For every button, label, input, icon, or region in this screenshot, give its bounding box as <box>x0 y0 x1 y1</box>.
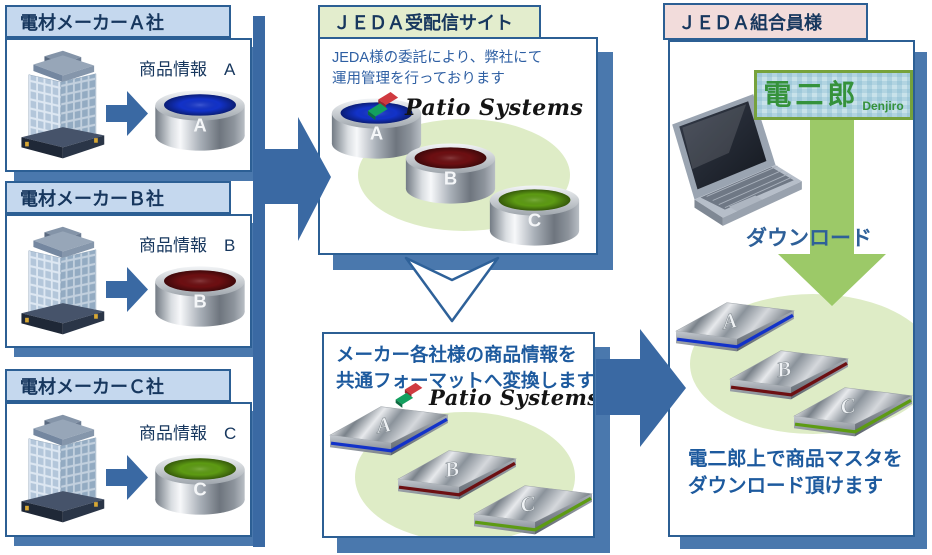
vendor-logo: Patio Systems <box>366 91 583 125</box>
office-building-icon <box>20 50 105 159</box>
jeda-site-description: JEDA様の委託により、弊社にて 運用管理を行っております <box>332 50 543 88</box>
member-title: ＪＥＤＡ組合員様 <box>678 12 822 33</box>
maker-b-box: 商品情報 B B <box>5 214 252 348</box>
conversion-box: メーカー各社様の商品情報を 共通フォーマットへ変換します Patio Syste… <box>322 332 595 538</box>
slab-letter: B <box>442 456 461 482</box>
cylinder-letter: C <box>528 210 541 231</box>
format-slab-icon: B <box>729 350 849 400</box>
maker-b-header: 電材メーカーＢ社 <box>5 181 231 214</box>
denjiro-logo-text: 電二郎 <box>763 79 860 110</box>
member-header: ＪＥＤＡ組合員様 <box>663 3 868 40</box>
maker-b-title: 電材メーカーＢ社 <box>20 188 164 209</box>
denjiro-logo-subtext: Denjiro <box>862 99 904 113</box>
office-building-icon <box>20 414 105 523</box>
format-slab-icon: A <box>329 406 449 456</box>
database-cylinder-icon: B <box>155 266 245 327</box>
slab-letter: C <box>839 393 858 419</box>
vendor-logo: Patio Systems <box>394 382 595 412</box>
right-arrow-icon <box>106 91 148 136</box>
format-slab-icon: B <box>397 450 517 500</box>
database-cylinder-icon: B <box>405 143 496 204</box>
jeda-site-box: JEDA様の委託により、弊社にて 運用管理を行っております Patio Syst… <box>318 37 598 255</box>
maker-a-title: 電材メーカーＡ社 <box>20 12 164 33</box>
slab-letter: A <box>373 412 393 438</box>
cylinder-letter: A <box>193 115 206 136</box>
cylinder-letter: A <box>370 123 383 144</box>
download-label: ダウンロード <box>746 227 872 250</box>
denjiro-logo: 電二郎 Denjiro <box>754 70 913 120</box>
slab-letter: C <box>519 491 538 517</box>
format-slab-icon: A <box>675 302 795 352</box>
member-box: 電二郎 Denjiro ダウンロード A B C 電二郎上で商品マスタを ダウン… <box>668 40 915 537</box>
cylinder-letter: B <box>444 168 457 189</box>
format-slab-icon: C <box>793 387 913 437</box>
product-info-label: 商品情報 C <box>139 424 237 443</box>
database-cylinder-icon: C <box>489 185 580 246</box>
maker-a-header: 電材メーカーＡ社 <box>5 5 231 38</box>
cylinder-letter: B <box>193 291 206 312</box>
maker-c-box: 商品情報 C C <box>5 402 252 537</box>
slab-letter: A <box>719 308 739 334</box>
maker-c-header: 電材メーカーＣ社 <box>5 369 231 402</box>
product-info-label: 商品情報 B <box>139 236 236 255</box>
vendor-logo-text: Patio Systems <box>405 95 584 121</box>
download-arrow <box>778 120 886 306</box>
patio-diamond-icon <box>395 382 423 408</box>
cylinder-letter: C <box>193 479 206 500</box>
vendor-logo-text: Patio Systems <box>429 384 595 410</box>
jeda-site-header: ＪＥＤＡ受配信サイト <box>318 5 541 39</box>
patio-diamond-icon <box>367 91 399 121</box>
jeda-to-conversion-arrow <box>404 256 500 323</box>
jeda-site-title: ＪＥＤＡ受配信サイト <box>333 13 513 33</box>
collector-bar <box>253 16 265 547</box>
maker-a-box: 商品情報 A A <box>5 38 252 172</box>
database-cylinder-icon: A <box>155 90 245 151</box>
format-slab-icon: C <box>473 485 593 535</box>
database-cylinder-icon: C <box>155 454 245 515</box>
right-arrow-icon <box>106 267 148 312</box>
right-arrow-icon <box>106 455 148 500</box>
maker-c-title: 電材メーカーＣ社 <box>20 376 164 397</box>
conversion-title: メーカー各社様の商品情報を 共通フォーマットへ変換します <box>336 344 595 392</box>
office-building-icon <box>20 226 105 335</box>
member-note: 電二郎上で商品マスタを ダウンロード頂けます <box>688 448 903 498</box>
slab-letter: B <box>774 356 793 382</box>
product-info-label: 商品情報 A <box>139 60 236 79</box>
